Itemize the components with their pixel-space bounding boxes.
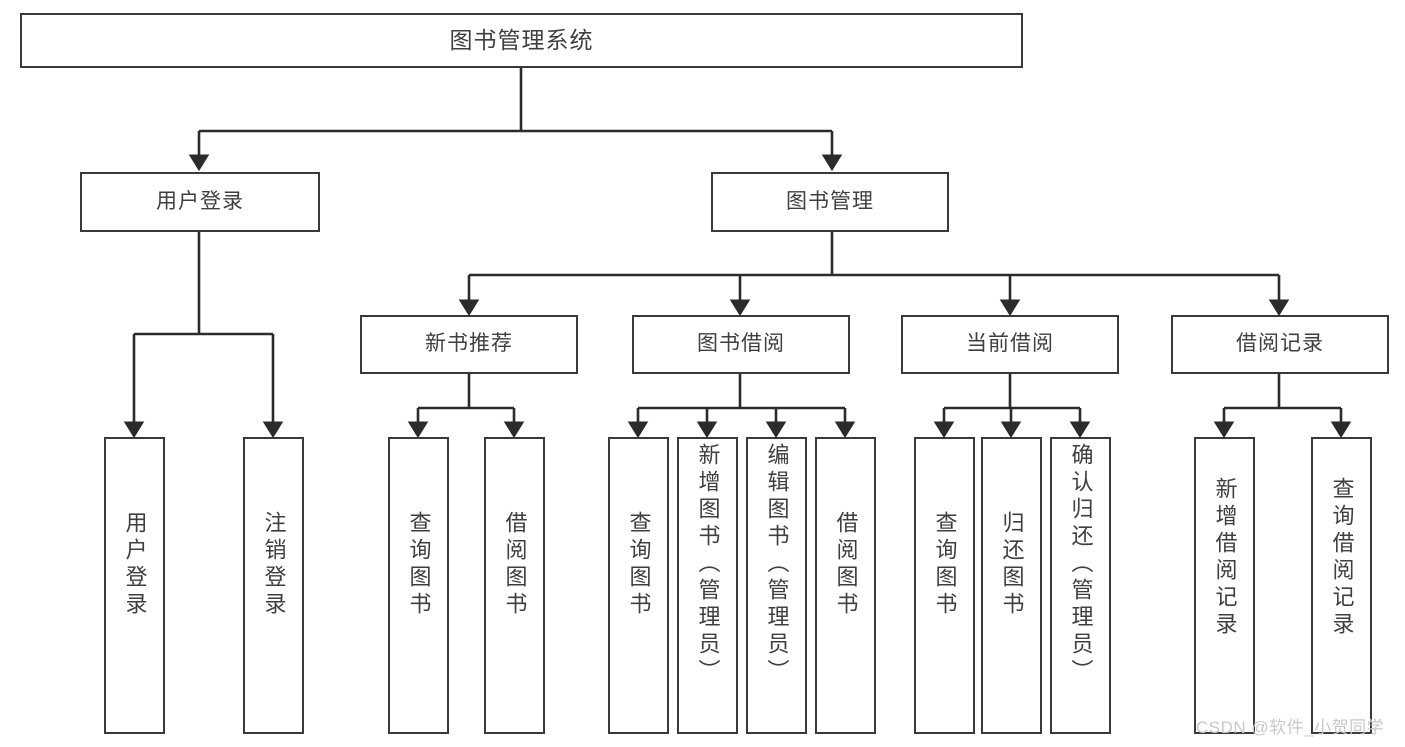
node-label: 查询图书 — [626, 511, 652, 619]
node-label: 确认归还（管理员） — [1068, 443, 1094, 686]
node-label: 归还图书 — [999, 511, 1025, 619]
leaf-query-book-current[interactable]: 查询图书 — [914, 437, 975, 734]
node-label: 注销登录 — [261, 511, 287, 619]
node-label: 借阅图书 — [833, 511, 859, 619]
node-label: 图书管理系统 — [449, 26, 594, 53]
node-label: 用户登录 — [122, 511, 148, 619]
leaf-add-borrow-record[interactable]: 新增借阅记录 — [1194, 437, 1255, 734]
leaf-edit-book-admin[interactable]: 编辑图书（管理员） — [746, 437, 807, 734]
node-label: 图书管理 — [786, 189, 874, 213]
node-label: 用户登录 — [156, 189, 244, 213]
watermark-text: CSDN @软件_小贺同学 — [1196, 718, 1385, 737]
node-label: 新增图书（管理员） — [695, 443, 721, 686]
node-book-borrow[interactable]: 图书借阅 — [632, 315, 850, 374]
node-root-system[interactable]: 图书管理系统 — [20, 13, 1023, 68]
leaf-query-book-recommend[interactable]: 查询图书 — [388, 437, 449, 734]
node-label: 新增借阅记录 — [1212, 477, 1238, 639]
leaf-borrow-book[interactable]: 借阅图书 — [815, 437, 876, 734]
node-book-management[interactable]: 图书管理 — [711, 172, 949, 232]
node-label: 新书推荐 — [425, 332, 513, 356]
node-label: 图书借阅 — [697, 332, 785, 356]
node-label: 查询图书 — [932, 511, 958, 619]
leaf-query-book-borrow[interactable]: 查询图书 — [608, 437, 669, 734]
node-label: 借阅图书 — [502, 511, 528, 619]
node-label: 编辑图书（管理员） — [764, 443, 790, 686]
leaf-add-book-admin[interactable]: 新增图书（管理员） — [677, 437, 738, 734]
node-label: 查询图书 — [406, 511, 432, 619]
node-label: 当前借阅 — [966, 332, 1054, 356]
leaf-logout[interactable]: 注销登录 — [243, 437, 304, 734]
leaf-borrow-book-recommend[interactable]: 借阅图书 — [484, 437, 545, 734]
node-new-book-recommend[interactable]: 新书推荐 — [360, 315, 578, 374]
node-label: 查询借阅记录 — [1329, 477, 1355, 639]
leaf-confirm-return-admin[interactable]: 确认归还（管理员） — [1050, 437, 1111, 734]
node-borrow-record[interactable]: 借阅记录 — [1171, 315, 1389, 374]
leaf-return-book[interactable]: 归还图书 — [981, 437, 1042, 734]
leaf-query-borrow-record[interactable]: 查询借阅记录 — [1311, 437, 1372, 734]
node-current-borrow[interactable]: 当前借阅 — [901, 315, 1119, 374]
node-label: 借阅记录 — [1236, 332, 1324, 356]
leaf-user-login[interactable]: 用户登录 — [104, 437, 165, 734]
node-user-login[interactable]: 用户登录 — [80, 172, 320, 232]
